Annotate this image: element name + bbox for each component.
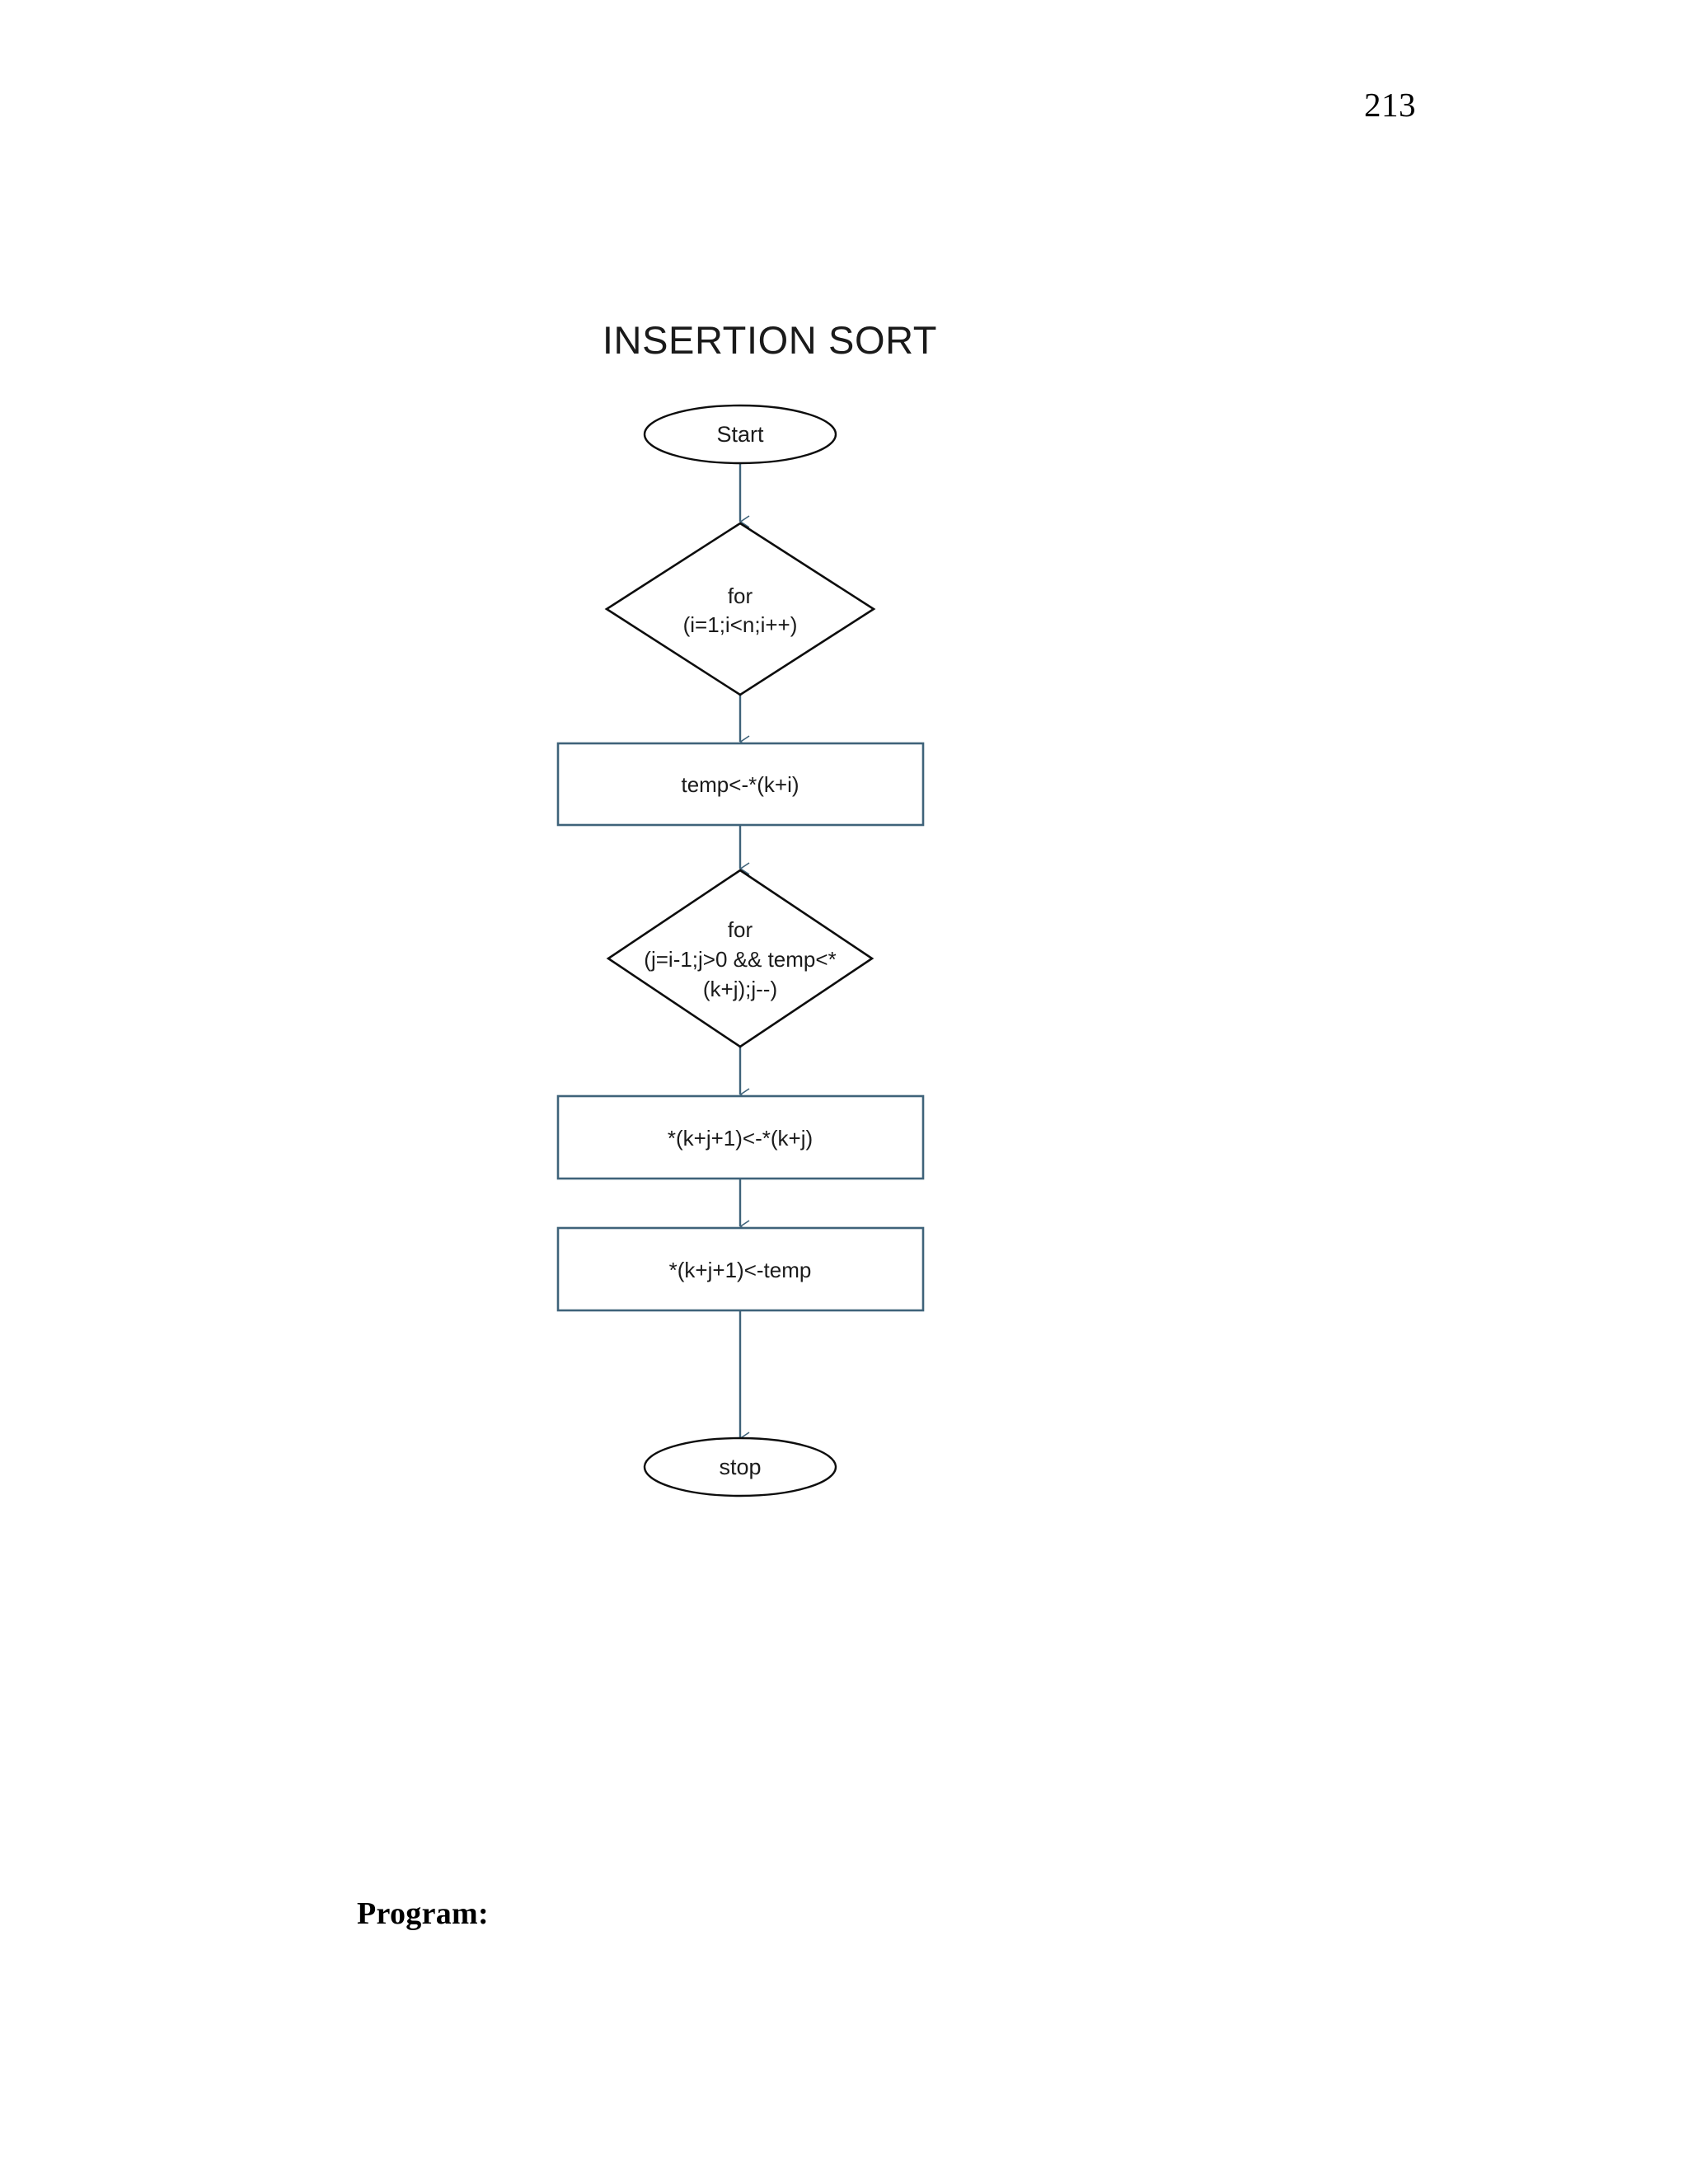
node-inner-for-label-line2: (j=i-1;j>0 && temp<* xyxy=(644,947,836,972)
assign-temp-rect-shape xyxy=(556,742,925,827)
node-inner-for-label-line1: for xyxy=(728,917,753,942)
node-outer-for[interactable]: for (i=1;i<n;i++) xyxy=(604,522,876,696)
node-stop[interactable]: stop xyxy=(643,1436,837,1497)
node-inner-for[interactable]: for (j=i-1;j>0 && temp<* (k+j);j--) xyxy=(606,869,874,1048)
stop-ellipse-shape xyxy=(643,1436,837,1497)
node-assign-temp-label: temp<-*(k+i) xyxy=(681,772,799,797)
node-start[interactable]: Start xyxy=(643,404,837,465)
node-place-temp[interactable]: *(k+j+1)<-temp xyxy=(556,1226,925,1312)
program-heading: Program: xyxy=(357,1896,489,1931)
outer-for-diamond-shape xyxy=(604,522,876,696)
shift-element-rect-shape xyxy=(556,1094,925,1180)
inner-for-diamond-shape xyxy=(606,869,874,1048)
start-ellipse-shape xyxy=(643,404,837,465)
node-place-temp-label: *(k+j+1)<-temp xyxy=(669,1258,812,1282)
node-start-label: Start xyxy=(716,422,764,447)
node-inner-for-label-line3: (k+j);j--) xyxy=(703,977,777,1001)
flowchart-title: INSERTION SORT xyxy=(602,318,938,362)
node-outer-for-label-line2: (i=1;i<n;i++) xyxy=(683,612,798,637)
page-number: 213 xyxy=(1364,86,1416,124)
place-temp-rect-shape xyxy=(556,1226,925,1312)
node-shift-element-label: *(k+j+1)<-*(k+j) xyxy=(668,1126,813,1151)
node-outer-for-label-line1: for xyxy=(728,583,753,608)
node-shift-element[interactable]: *(k+j+1)<-*(k+j) xyxy=(556,1094,925,1180)
node-stop-label: stop xyxy=(719,1455,761,1479)
node-assign-temp[interactable]: temp<-*(k+i) xyxy=(556,742,925,827)
insertion-sort-flowchart: Start for (i=1;i<n;i++) temp<-*(k+i) for… xyxy=(511,379,973,1533)
